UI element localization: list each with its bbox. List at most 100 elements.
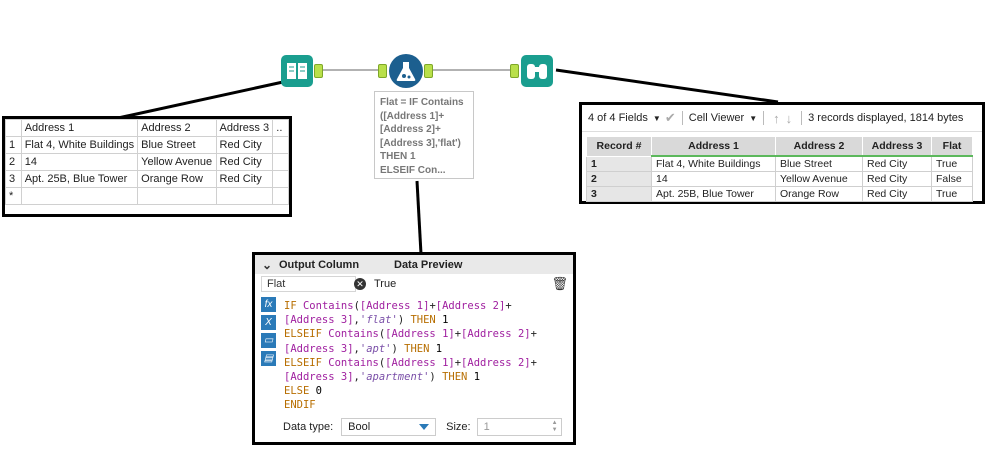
browse-results-panel: 4 of 4 Fields ▼ ✔ Cell Viewer ▼ ↑ ↓ 3 re… [579, 102, 985, 204]
table-row[interactable]: 1 Flat 4, White Buildings Blue Street Re… [586, 155, 973, 172]
open-file-icon[interactable]: ▭ [261, 333, 276, 348]
table-cell[interactable]: Red City [862, 186, 932, 202]
table-cell[interactable] [272, 170, 289, 188]
column-header[interactable]: Address 1 [20, 119, 139, 137]
variable-icon[interactable]: X [261, 315, 276, 330]
table-row[interactable]: 2 14 Yellow Avenue Red City False [586, 171, 973, 187]
table-cell[interactable] [272, 153, 289, 171]
function-icon[interactable]: fx [261, 297, 276, 312]
formula-annotation: Flat = IF Contains ([Address 1]+ [Addres… [374, 91, 474, 179]
annotation-line: [Address 3],'flat') [380, 137, 461, 149]
table-cell[interactable]: Yellow Avenue [137, 153, 217, 171]
flask-icon [396, 62, 416, 81]
record-number: 1 [586, 155, 652, 172]
table-cell[interactable]: Flat 4, White Buildings [651, 155, 776, 172]
book-icon [287, 63, 307, 79]
save-icon[interactable]: ▤ [261, 351, 276, 366]
clear-icon[interactable]: ✕ [354, 278, 366, 290]
table-cell[interactable]: Orange Row [137, 170, 217, 188]
table-row[interactable]: 2 14 Yellow Avenue Red City [5, 153, 289, 171]
formula-footer: Data type: Bool Size: 1 ▲▼ [283, 418, 562, 436]
binoculars-icon [527, 64, 547, 79]
input-data-tool[interactable] [281, 55, 313, 87]
table-cell[interactable]: Blue Street [775, 155, 863, 172]
table-cell[interactable] [215, 187, 274, 205]
column-header[interactable]: Address 2 [137, 119, 217, 137]
output-column-value: Flat [267, 278, 286, 290]
results-toolbar: 4 of 4 Fields ▼ ✔ Cell Viewer ▼ ↑ ↓ 3 re… [582, 105, 982, 132]
table-cell[interactable] [137, 187, 217, 205]
formula-row[interactable]: Flat ✕ True [255, 274, 573, 294]
record-number: 2 [586, 171, 652, 187]
fields-selector[interactable]: 4 of 4 Fields [588, 112, 648, 124]
column-header[interactable]: Address 2 [775, 136, 863, 157]
table-cell[interactable]: Orange Row [775, 186, 863, 202]
chevron-down-icon[interactable]: ⌄ [261, 257, 273, 272]
input-data-grid: Address 1 Address 2 Address 3 .. 1 Flat … [2, 116, 292, 217]
output-anchor[interactable] [314, 64, 323, 78]
annotation-line: ELSEIF Con... [380, 164, 446, 176]
table-header-row: Address 1 Address 2 Address 3 .. [5, 119, 289, 137]
table-cell[interactable]: 14 [651, 171, 776, 187]
table-cell[interactable]: True [931, 155, 973, 172]
column-header[interactable]: Address 1 [651, 136, 776, 157]
data-type-select[interactable]: Bool [341, 418, 437, 436]
table-cell[interactable]: Red City [215, 153, 274, 171]
chevron-down-icon[interactable]: ▼ [652, 113, 661, 123]
table-cell[interactable]: Apt. 25B, Blue Tower [20, 170, 139, 188]
size-field[interactable]: 1 ▲▼ [476, 418, 562, 436]
row-number: 1 [5, 136, 22, 154]
formula-tool[interactable] [389, 54, 423, 88]
spinner-icon[interactable]: ▲▼ [551, 420, 558, 433]
table-row[interactable]: 1 Flat 4, White Buildings Blue Street Re… [5, 136, 289, 154]
chevron-down-icon[interactable]: ▼ [749, 113, 758, 123]
formula-header: ⌄ Output Column Data Preview [255, 255, 573, 274]
column-header[interactable]: Record # [586, 136, 652, 157]
row-number-header [5, 119, 22, 137]
annotation-line: [Address 2]+ [380, 124, 441, 135]
table-cell[interactable]: False [931, 171, 973, 187]
table-cell[interactable]: Red City [862, 155, 932, 172]
table-cell[interactable]: Red City [862, 171, 932, 187]
records-status: 3 records displayed, 1814 bytes [808, 112, 964, 124]
row-number: 2 [5, 153, 22, 171]
formula-config-panel: ⌄ Output Column Data Preview Flat ✕ True… [252, 252, 576, 445]
table-cell[interactable]: Apt. 25B, Blue Tower [651, 186, 776, 202]
input-anchor[interactable] [510, 64, 519, 78]
row-number: 3 [5, 170, 22, 188]
check-icon[interactable]: ✔ [664, 110, 676, 125]
arrow-up-icon[interactable]: ↑ [773, 110, 780, 126]
trash-icon[interactable]: 🗑 [551, 276, 568, 291]
input-anchor[interactable] [378, 64, 387, 78]
divider [681, 111, 683, 125]
annotation-line: THEN 1 [380, 151, 416, 162]
table-cell[interactable]: 14 [20, 153, 139, 171]
new-row[interactable]: * [5, 187, 289, 205]
divider [801, 111, 803, 125]
column-header[interactable]: Address 3 [215, 119, 274, 137]
browse-tool[interactable] [521, 55, 553, 87]
table-cell[interactable]: True [931, 186, 973, 202]
table-cell[interactable]: Red City [215, 170, 274, 188]
table-cell[interactable] [272, 136, 289, 154]
column-header[interactable]: Address 3 [862, 136, 932, 157]
output-anchor[interactable] [424, 64, 433, 78]
table-cell[interactable]: Flat 4, White Buildings [20, 136, 139, 154]
table-cell[interactable] [20, 187, 139, 205]
table-cell[interactable]: Yellow Avenue [775, 171, 863, 187]
table-row[interactable]: 3 Apt. 25B, Blue Tower Orange Row Red Ci… [5, 170, 289, 188]
add-column-cell[interactable]: .. [272, 119, 289, 137]
data-type-value: Bool [348, 421, 371, 433]
table-row[interactable]: 3 Apt. 25B, Blue Tower Orange Row Red Ci… [586, 186, 973, 202]
arrow-down-icon[interactable]: ↓ [785, 110, 793, 126]
table-header-row: Record # Address 1 Address 2 Address 3 F… [586, 136, 973, 157]
table-cell[interactable]: Red City [215, 136, 274, 154]
formula-expression-editor[interactable]: IF Contains([Address 1]+[Address 2]+ [Ad… [284, 300, 537, 412]
output-column-field[interactable]: Flat ✕ [261, 276, 366, 292]
cell-viewer-selector[interactable]: Cell Viewer [688, 112, 745, 124]
column-header[interactable]: Flat [931, 136, 973, 157]
table-cell[interactable] [272, 187, 289, 205]
formula-side-toolbar: fx X ▭ ▤ [261, 297, 277, 369]
table-cell[interactable]: Blue Street [137, 136, 217, 154]
